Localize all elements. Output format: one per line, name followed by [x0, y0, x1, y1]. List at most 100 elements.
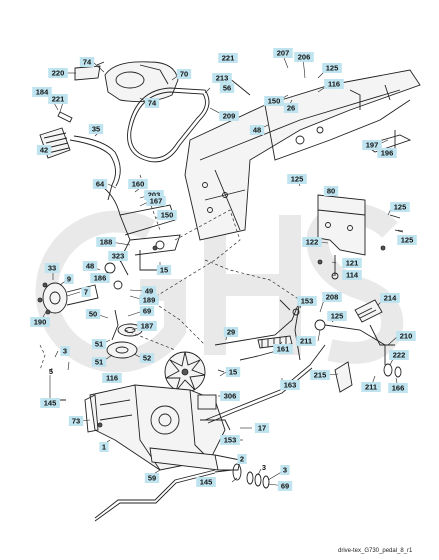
svg-text:116: 116 — [106, 373, 118, 382]
svg-text:2: 2 — [240, 454, 244, 463]
callout-15: 15 — [225, 367, 241, 377]
svg-text:145: 145 — [44, 398, 57, 407]
callout-203: 203 — [144, 190, 164, 200]
svg-text:122: 122 — [306, 237, 319, 246]
svg-text:221: 221 — [222, 53, 235, 62]
callout-74: 74 — [144, 98, 160, 108]
svg-text:42: 42 — [40, 145, 48, 154]
callout-184: 184 — [32, 87, 52, 97]
callout-211: 211 — [296, 336, 316, 346]
callout-125: 125 — [390, 202, 410, 212]
plain-labels: 53 — [49, 367, 266, 472]
callout-48: 48 — [82, 261, 98, 271]
svg-text:15: 15 — [229, 367, 237, 376]
axle-parts — [214, 463, 270, 489]
callout-122: 122 — [302, 237, 322, 247]
svg-text:114: 114 — [346, 270, 359, 279]
callout-188: 188 — [96, 237, 116, 247]
wheel-hub — [37, 282, 99, 315]
svg-text:125: 125 — [291, 174, 304, 183]
svg-text:145: 145 — [200, 477, 213, 486]
svg-text:125: 125 — [326, 63, 339, 72]
svg-text:70: 70 — [180, 69, 188, 78]
svg-text:167: 167 — [150, 196, 163, 205]
callout-29: 29 — [223, 327, 239, 337]
callout-163: 163 — [280, 380, 300, 390]
frame — [184, 69, 421, 241]
svg-text:190: 190 — [34, 317, 47, 326]
callout-48: 48 — [249, 125, 265, 135]
svg-text:121: 121 — [346, 258, 359, 267]
svg-text:184: 184 — [36, 87, 49, 96]
svg-text:222: 222 — [393, 350, 406, 359]
svg-text:210: 210 — [400, 331, 413, 340]
callout-150: 150 — [264, 96, 284, 106]
callout-3: 3 — [60, 346, 70, 356]
svg-text:80: 80 — [327, 186, 335, 195]
callout-125: 125 — [327, 311, 347, 321]
svg-text:3: 3 — [283, 465, 287, 474]
label-3: 3 — [262, 463, 266, 472]
callout-196: 196 — [377, 148, 397, 158]
rod-59 — [94, 469, 216, 522]
svg-text:1: 1 — [102, 442, 106, 451]
svg-text:306: 306 — [224, 391, 237, 400]
svg-text:211: 211 — [365, 382, 377, 391]
svg-text:116: 116 — [328, 79, 340, 88]
callout-213: 213 — [212, 73, 232, 83]
callout-125: 125 — [287, 174, 307, 184]
callout-1: 1 — [99, 442, 109, 452]
svg-text:323: 323 — [112, 251, 125, 260]
svg-text:150: 150 — [161, 210, 174, 219]
callout-190: 190 — [30, 317, 50, 327]
svg-text:166: 166 — [392, 383, 405, 392]
svg-text:209: 209 — [223, 111, 236, 120]
callout-125: 125 — [397, 235, 417, 245]
svg-text:160: 160 — [132, 179, 145, 188]
callout-150: 150 — [157, 210, 177, 220]
svg-text:220: 220 — [52, 68, 65, 77]
svg-text:48: 48 — [86, 261, 94, 270]
svg-text:208: 208 — [326, 292, 339, 301]
svg-text:153: 153 — [224, 435, 237, 444]
callout-69: 69 — [277, 481, 293, 491]
callout-26: 26 — [283, 103, 299, 113]
svg-text:26: 26 — [287, 103, 295, 112]
svg-text:52: 52 — [143, 353, 151, 362]
callout-116: 116 — [324, 79, 344, 89]
callout-210: 210 — [396, 331, 416, 341]
callout-167: 167 — [146, 196, 166, 206]
svg-text:207: 207 — [277, 48, 290, 57]
callout-221: 221 — [48, 94, 68, 104]
svg-text:197: 197 — [366, 140, 379, 149]
svg-text:206: 206 — [298, 52, 311, 61]
callout-197: 197 — [362, 140, 382, 150]
svg-text:74: 74 — [148, 98, 157, 107]
svg-text:188: 188 — [100, 237, 113, 246]
callout-323: 323 — [108, 251, 128, 261]
svg-text:69: 69 — [281, 481, 289, 490]
svg-text:125: 125 — [331, 311, 344, 320]
callout-114: 114 — [342, 270, 362, 280]
callout-211: 211 — [361, 382, 381, 392]
callout-207: 207 — [273, 48, 293, 58]
callout-51: 51 — [91, 357, 107, 367]
callout-73: 73 — [68, 416, 84, 426]
callout-160: 160 — [128, 179, 148, 189]
callout-222: 222 — [389, 350, 409, 360]
pulleys — [106, 309, 143, 359]
callout-215: 215 — [310, 370, 330, 380]
svg-text:187: 187 — [141, 321, 154, 330]
callout-220: 220 — [48, 68, 68, 78]
callout-306: 306 — [220, 391, 240, 401]
svg-text:3: 3 — [63, 346, 67, 355]
callout-121: 121 — [342, 258, 362, 268]
svg-text:50: 50 — [89, 309, 97, 318]
svg-text:49: 49 — [145, 286, 153, 295]
svg-text:51: 51 — [95, 339, 103, 348]
svg-text:163: 163 — [284, 380, 297, 389]
callout-3: 3 — [280, 465, 290, 475]
callout-51: 51 — [91, 339, 107, 349]
